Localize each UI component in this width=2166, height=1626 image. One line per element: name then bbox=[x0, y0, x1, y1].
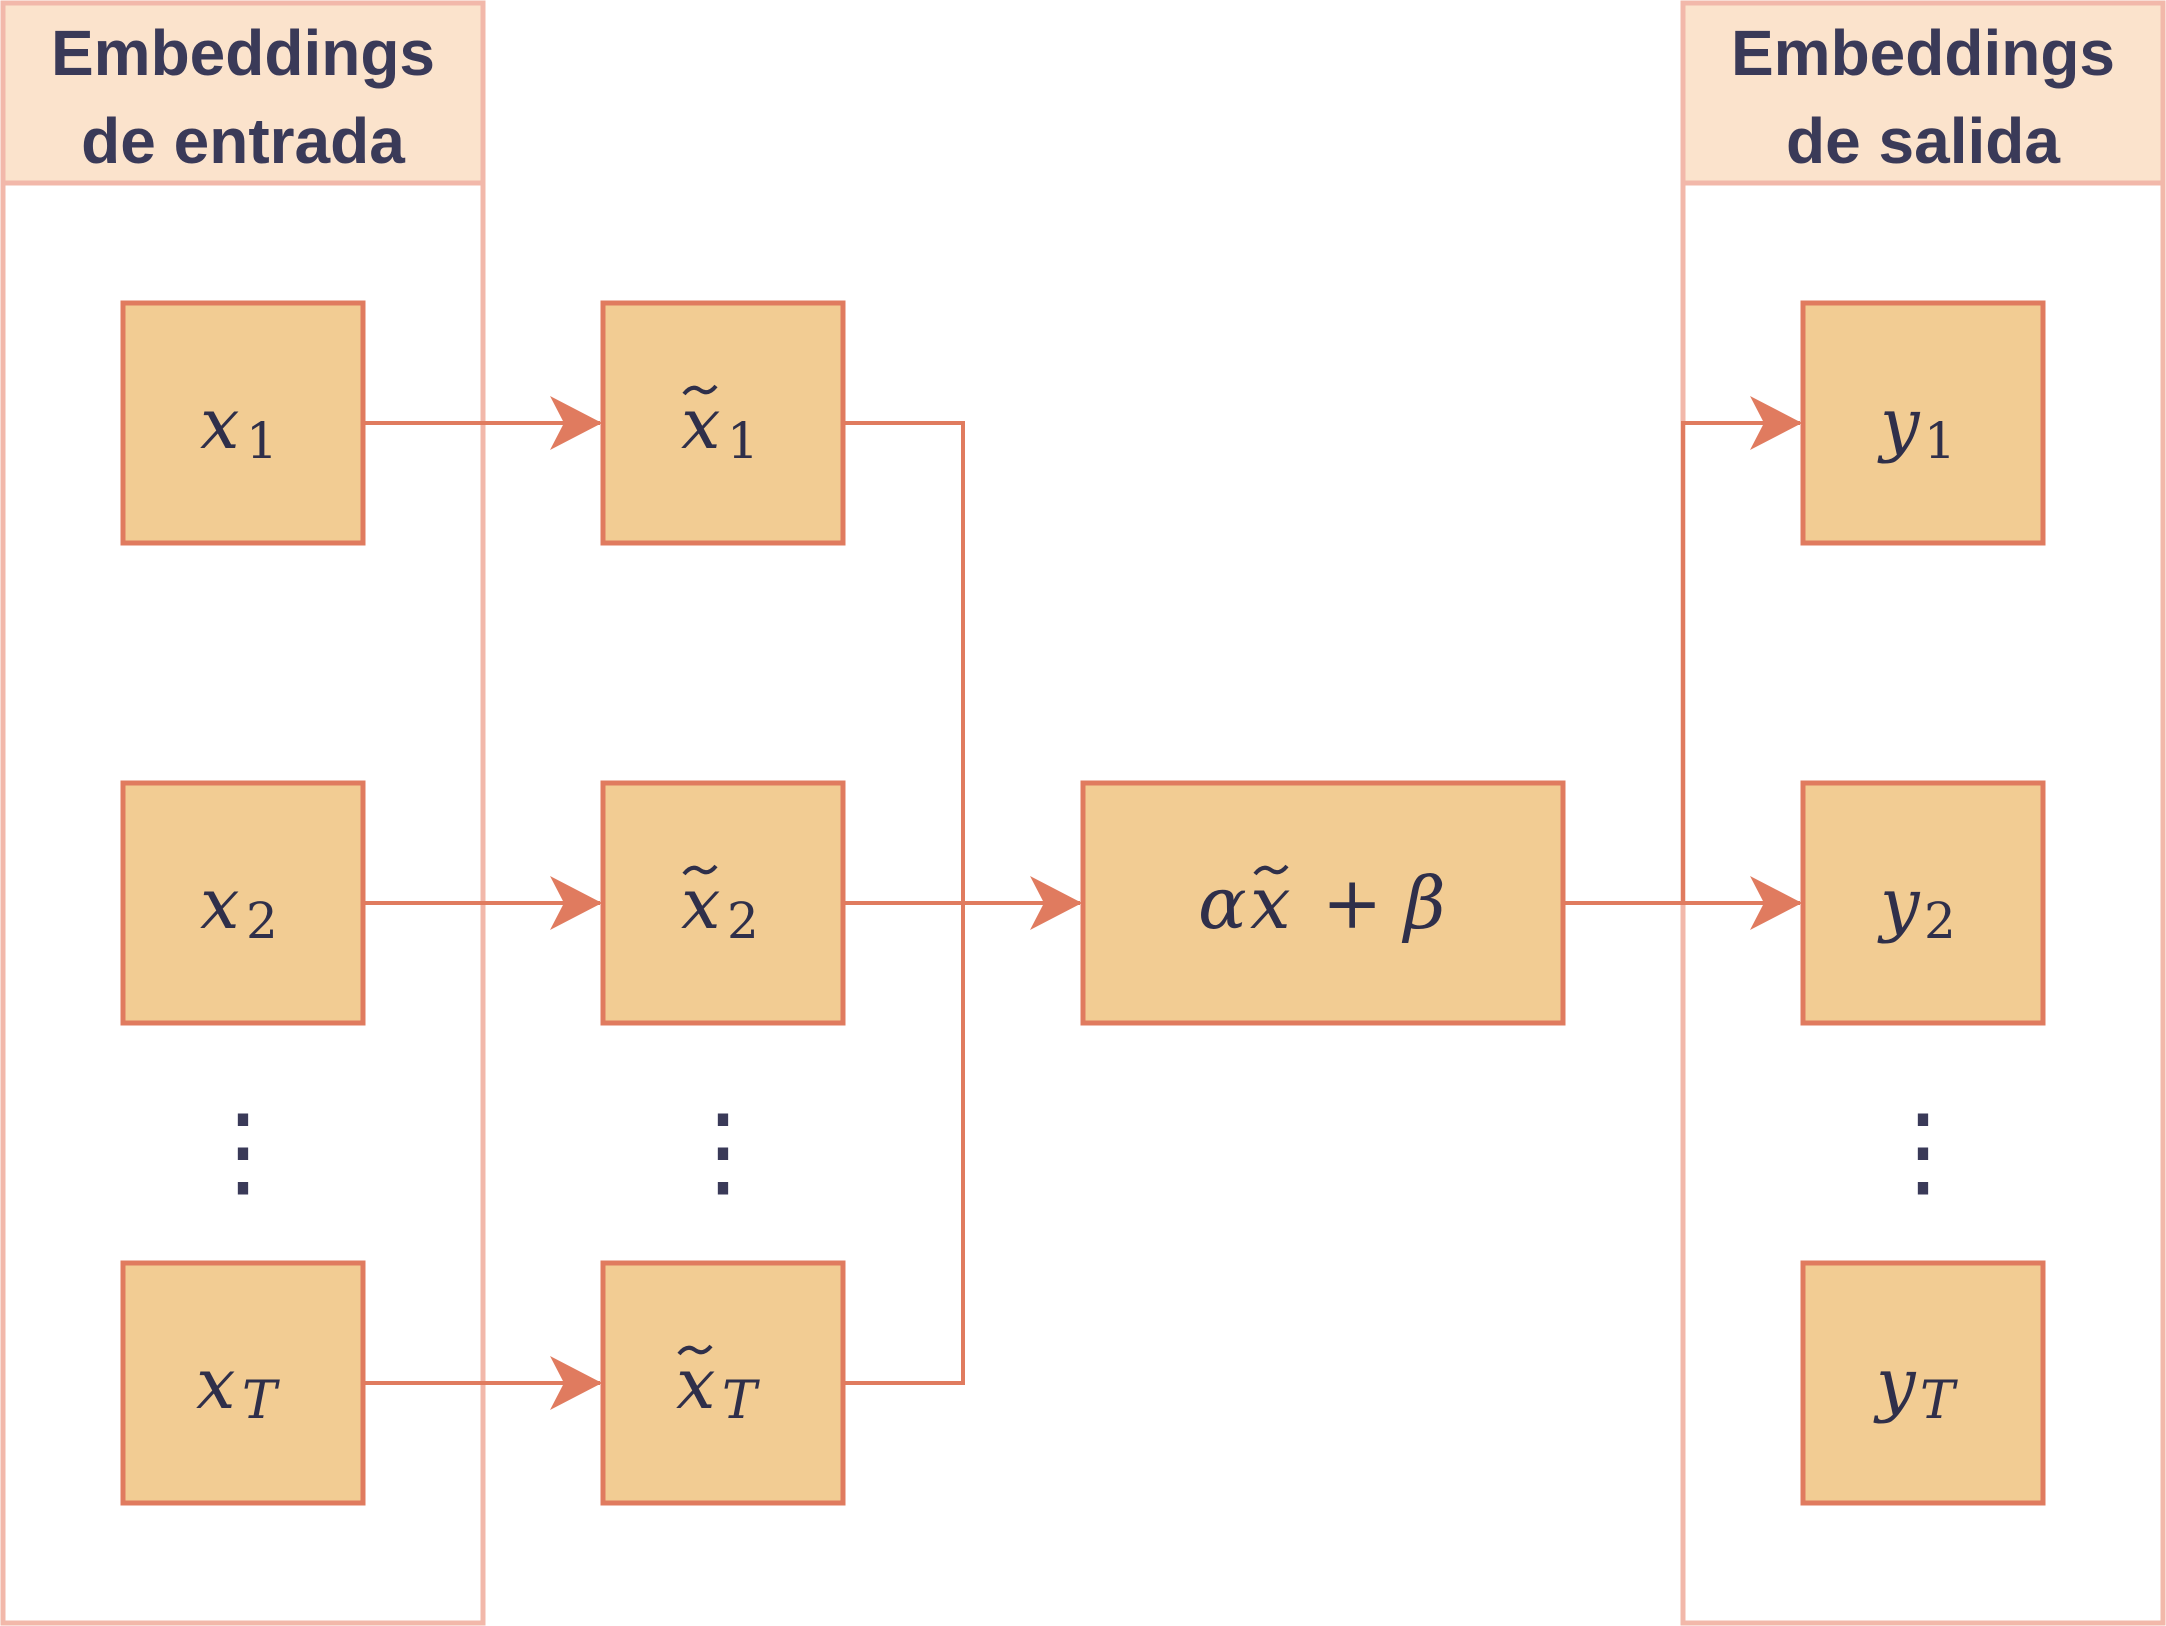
label-x1-sub: 1 bbox=[246, 412, 278, 470]
node-x1 bbox=[120, 300, 366, 546]
label-xt1-tilde bbox=[682, 384, 718, 396]
label-y1-sub: 1 bbox=[1924, 412, 1956, 470]
label-x2-sub: 2 bbox=[246, 892, 278, 950]
label-y2-sub: 2 bbox=[1924, 892, 1956, 950]
label-affine-alpha: α bbox=[1198, 861, 1247, 945]
node-xT bbox=[120, 1260, 366, 1506]
connectors bbox=[363, 396, 1802, 1410]
label-xT-base: x bbox=[196, 1343, 235, 1425]
lane-output: Embeddings de salida bbox=[1680, 0, 2166, 1626]
label-xtT-sub: T bbox=[722, 1371, 760, 1431]
label-xt2-tilde bbox=[682, 864, 718, 876]
lane-input-title-line1: Embeddings bbox=[51, 17, 435, 89]
label-xt1-base: x bbox=[681, 383, 720, 465]
lane-output-title-line2: de salida bbox=[1786, 105, 2060, 177]
edge-affine-to-y1 bbox=[1681, 396, 1802, 903]
lane-input-title-line2: de entrada bbox=[81, 105, 405, 177]
ellipsis-output: ⋮ bbox=[1873, 1092, 1973, 1209]
boxes bbox=[120, 300, 2046, 1506]
node-y1 bbox=[1800, 300, 2046, 546]
node-yT bbox=[1800, 1260, 2046, 1506]
node-y2 bbox=[1800, 780, 2046, 1026]
label-xtT-base: x bbox=[676, 1343, 715, 1425]
label-yT-sub: T bbox=[1920, 1371, 1958, 1431]
label-x2-base: x bbox=[200, 863, 239, 945]
label-yT-base: y bbox=[1873, 1343, 1917, 1425]
node-xtT bbox=[600, 1260, 846, 1506]
label-affine-x: x bbox=[1250, 861, 1291, 945]
ellipsis-input: ⋮ bbox=[193, 1092, 293, 1209]
label-affine-tilde bbox=[1253, 864, 1289, 876]
label-xtT-tilde bbox=[677, 1344, 713, 1356]
label-y2-base: y bbox=[1877, 863, 1921, 945]
lane-output-header bbox=[1680, 0, 2166, 186]
label-affine-beta: β bbox=[1401, 861, 1446, 945]
label-xt2-base: x bbox=[681, 863, 720, 945]
lane-input-header bbox=[0, 0, 486, 186]
labels: x 1 x 2 x T x 1 x 2 x T α x + β y 1 y 2 … bbox=[193, 383, 1973, 1431]
label-xT-sub: T bbox=[242, 1371, 280, 1431]
label-y1-base: y bbox=[1877, 383, 1921, 465]
lane-output-title-line1: Embeddings bbox=[1731, 17, 2115, 89]
label-affine-plus: + bbox=[1322, 861, 1382, 945]
node-affine bbox=[1080, 780, 1566, 1026]
node-x2 bbox=[120, 780, 366, 1026]
ellipsis-normalized: ⋮ bbox=[673, 1092, 773, 1209]
lane-input: Embeddings de entrada bbox=[0, 0, 486, 1626]
label-x1-base: x bbox=[200, 383, 239, 465]
node-xt2 bbox=[600, 780, 846, 1026]
label-xt1-sub: 1 bbox=[727, 412, 759, 470]
node-xt1 bbox=[600, 300, 846, 546]
label-xt2-sub: 2 bbox=[727, 892, 759, 950]
